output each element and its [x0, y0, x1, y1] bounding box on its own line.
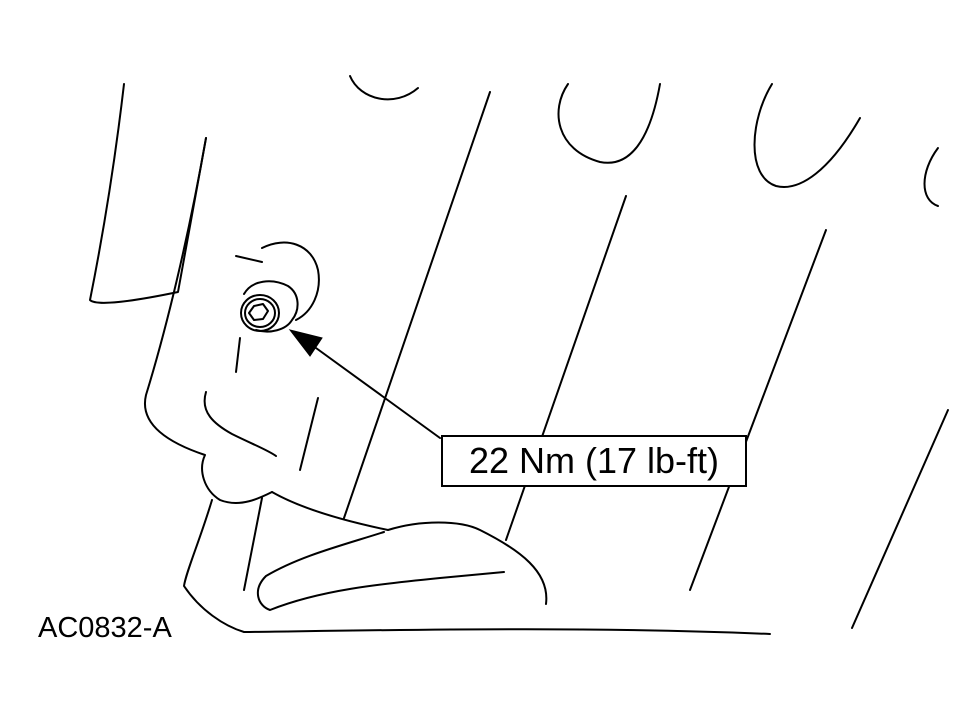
rib-line-3	[689, 229, 827, 591]
rib-line-4	[851, 409, 949, 629]
bolt-icon	[240, 280, 299, 333]
housing-left-edge	[89, 83, 207, 304]
torque-callout: 22 Nm (17 lb-ft)	[441, 435, 747, 487]
bolt-boss-outline	[261, 241, 320, 321]
pan-inner-rail-1	[243, 497, 263, 591]
top-notch-2	[557, 83, 661, 164]
rib-line-5	[299, 397, 319, 471]
pan-curve-upper	[203, 391, 277, 457]
arrow-icon	[288, 329, 441, 439]
boss-tick	[235, 337, 241, 373]
torque-value-label: 22 Nm (17 lb-ft)	[468, 440, 720, 481]
housing-flange-lip	[235, 255, 263, 263]
top-notch-4	[923, 147, 939, 207]
housing-main-contour	[144, 137, 273, 504]
pan-base-flange	[183, 499, 771, 635]
pan-inner-rail-3	[256, 531, 505, 611]
top-notch-3	[753, 83, 861, 188]
top-notch-1	[349, 75, 419, 101]
rib-line-2	[505, 195, 627, 541]
rib-line-1	[343, 91, 491, 519]
pan-inner-rail-2	[271, 491, 548, 605]
figure-reference-id: AC0832-A	[38, 612, 172, 644]
